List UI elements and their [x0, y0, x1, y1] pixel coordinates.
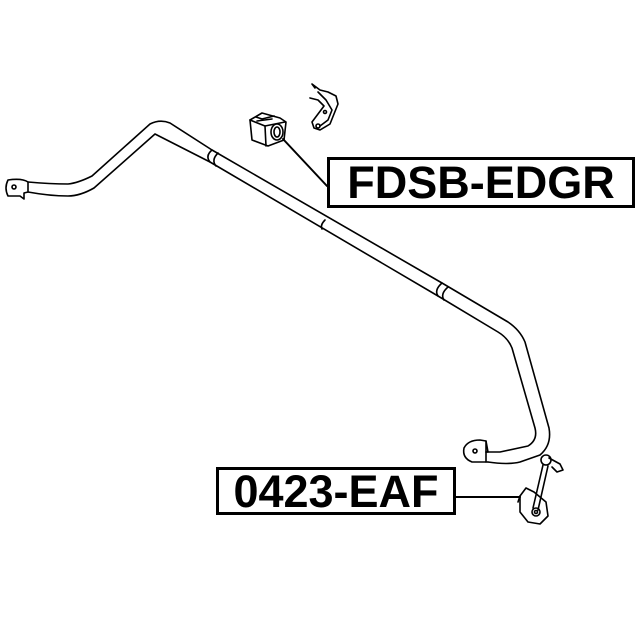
stabilizer-bushing [249, 112, 287, 147]
part-number-callout-bushing: FDSB-EDGR [327, 157, 635, 208]
part-number-text: 0423-EAF [233, 465, 439, 517]
stabilizer-link [517, 454, 564, 525]
part-number-callout-link: 0423-EAF [216, 467, 456, 515]
part-number-text: FDSB-EDGR [347, 157, 615, 208]
bushing-bracket [309, 83, 339, 131]
leader-line-fdsb [282, 138, 328, 187]
stabilizer-bar [5, 120, 551, 465]
